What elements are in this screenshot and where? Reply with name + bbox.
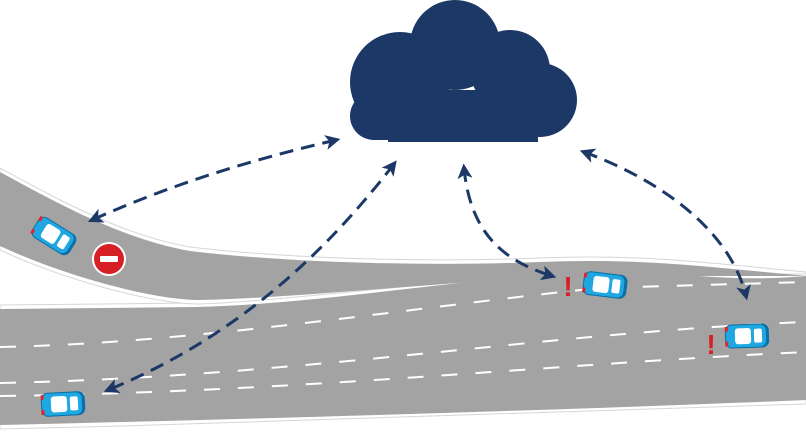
car-right-warning: ! <box>706 323 770 360</box>
warning-icon: ! <box>563 271 572 302</box>
cloud-link-car-center-warning <box>457 163 557 281</box>
car-center-warning: ! <box>563 270 629 302</box>
cloud-link-car-on-ramp <box>87 135 341 223</box>
warning-icon: ! <box>706 329 715 360</box>
car-icon <box>40 390 86 418</box>
no-entry-icon <box>92 242 126 276</box>
cloud-link-car-bottom-left <box>103 160 397 393</box>
highway-surface <box>0 271 806 425</box>
car-icon <box>724 323 770 349</box>
car-bottom-left <box>40 390 86 418</box>
lane-marking-2 <box>0 321 806 384</box>
cloud-link-car-right-warning <box>579 148 751 301</box>
cloud-icon <box>350 0 577 142</box>
lane-marking-3 <box>0 351 806 397</box>
cloud-links <box>87 135 751 393</box>
